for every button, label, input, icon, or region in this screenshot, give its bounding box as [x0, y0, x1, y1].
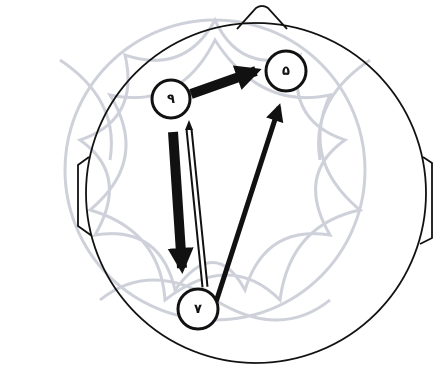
edge-9-to-5: [191, 71, 256, 94]
edge-7-to-5: [216, 107, 279, 302]
node-7: ۷: [178, 289, 218, 329]
edge-9-to-7: [173, 132, 182, 268]
left-ear-shape: [78, 157, 92, 236]
edge-7-to-9: [185, 120, 205, 287]
node-5-label: ۵: [282, 64, 290, 79]
node-7-label: ۷: [194, 302, 202, 317]
node-9: ۹: [152, 80, 190, 118]
node-5: ۵: [266, 51, 306, 91]
node-9-label: ۹: [167, 92, 175, 107]
nose-shape: [237, 6, 287, 29]
